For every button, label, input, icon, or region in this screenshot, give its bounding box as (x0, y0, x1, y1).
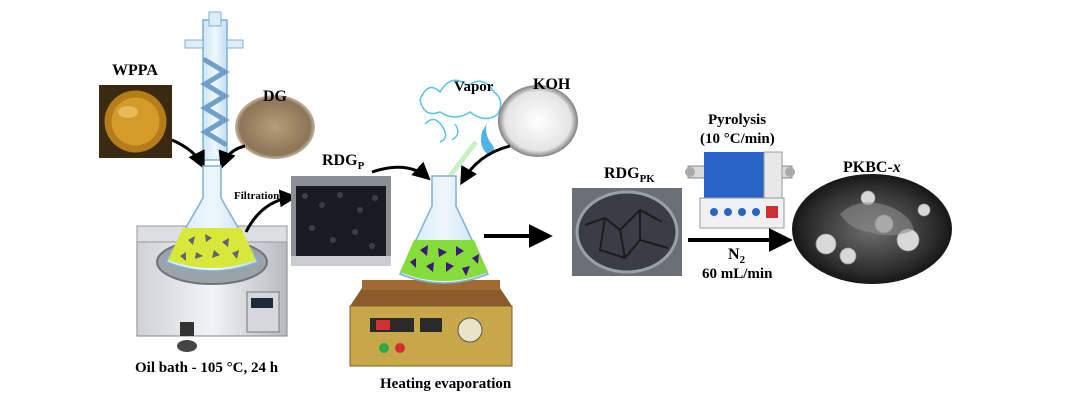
flow-rate-label: 60 mL/min (702, 266, 772, 283)
rdgpk-photo (572, 188, 682, 276)
vapor-label: Vapor (454, 79, 493, 96)
arrow-vapor-to-flask (450, 142, 476, 176)
tube-furnace (685, 152, 795, 228)
product-base: PKBC- (843, 159, 893, 176)
filtration-label: Filtration (234, 190, 279, 202)
rdgp-sub: P (358, 160, 365, 172)
wppa-label: WPPA (112, 62, 158, 80)
n2-base: N (728, 246, 740, 263)
wppa-photo (99, 85, 172, 158)
pyrolysis-rate: (10 °C/min) (700, 131, 775, 148)
oil-bath-label: Oil bath - 105 °C, 24 h (135, 360, 278, 377)
rdgpk-sub: PK (640, 173, 655, 185)
condenser (185, 12, 243, 160)
arrow-wppa-to-flask (172, 140, 203, 166)
n2-sub: 2 (740, 254, 745, 266)
product-label: PKBC-x (843, 159, 901, 177)
rdgp-photo (291, 176, 391, 266)
rdgp-label: RDGP (322, 152, 364, 172)
pyrolysis-title: Pyrolysis (708, 112, 766, 129)
koh-label: KOH (533, 76, 570, 94)
heating-evaporation-label: Heating evaporation (380, 376, 511, 393)
n2-label: N2 (728, 246, 745, 266)
dg-label: DG (263, 88, 287, 106)
rdgp-base: RDG (322, 152, 358, 169)
rdgpk-base: RDG (604, 165, 640, 182)
rdgpk-label: RDGPK (604, 165, 655, 185)
product-suffix: x (893, 159, 901, 176)
pkbc-sem-image (792, 174, 952, 284)
